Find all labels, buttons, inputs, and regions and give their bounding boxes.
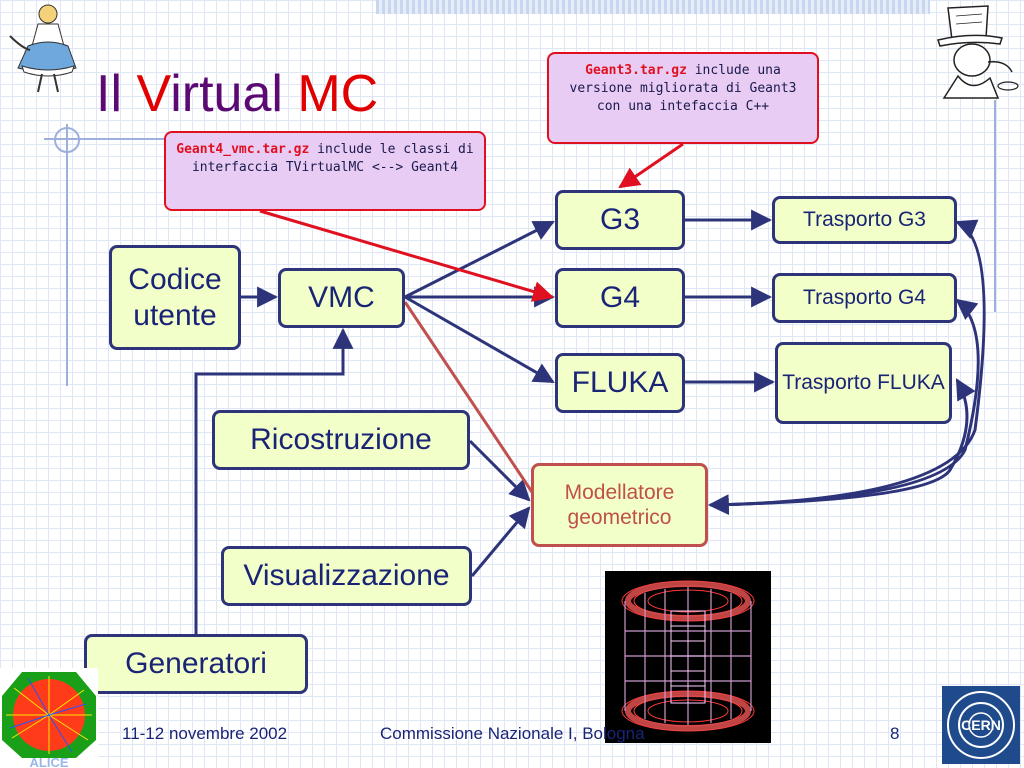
- page-number: 8: [890, 724, 900, 743]
- box-visualizzazione: Visualizzazione: [221, 546, 472, 606]
- pointer-geant3-note: [618, 142, 684, 189]
- geant4-note-text: include le classi di interfaccia TVirtua…: [191, 142, 474, 176]
- right-decor-line: [994, 100, 996, 312]
- alice-figure-icon: [9, 4, 77, 93]
- top-decoration-bar: [376, 0, 930, 14]
- box-codice-utente: Codice utente: [109, 245, 241, 350]
- geant3-filename: Geant3.tar.gz: [585, 63, 687, 78]
- geant3-note: Geant3.tar.gz include una versione migli…: [547, 52, 819, 144]
- title-decor-line: [44, 138, 170, 140]
- arrow-ricostruzione-modellatore: [468, 439, 531, 502]
- mad-hatter-icon: [937, 5, 1019, 99]
- box-generatori: Generatori: [84, 634, 308, 694]
- box-g3: G3: [555, 190, 685, 250]
- geant4-note: Geant4_vmc.tar.gz include le classi di i…: [164, 131, 486, 211]
- arrow-vmc-modellatore: [403, 301, 534, 493]
- box-trasporto-g4: Trasporto G4: [772, 273, 957, 323]
- detector-image: [605, 571, 771, 743]
- cern-logo: CERN: [942, 686, 1020, 764]
- box-trasporto-fluka: Trasporto FLUKA: [775, 342, 952, 424]
- box-g4: G4: [555, 268, 685, 328]
- box-modellatore-geometrico: Modellatore geometrico: [531, 463, 708, 547]
- svg-text:CERN: CERN: [961, 717, 1001, 733]
- title-decor-circle: [54, 127, 80, 153]
- arrow-visualizzazione-modellatore: [470, 506, 531, 577]
- footer-date: 11-12 novembre 2002: [122, 724, 288, 743]
- box-trasporto-g3: Trasporto G3: [772, 196, 957, 244]
- geant4-filename: Geant4_vmc.tar.gz: [176, 142, 310, 157]
- arrow-trasporto-fluka-modellatore: [709, 378, 976, 507]
- left-decor-line: [66, 124, 68, 386]
- box-ricostruzione: Ricostruzione: [212, 410, 470, 470]
- arrow-vmc-fluka: [404, 295, 555, 384]
- box-fluka: FLUKA: [555, 353, 685, 413]
- pointer-geant4-note: [259, 209, 555, 302]
- arrow-vmc-g3: [404, 220, 555, 299]
- geant3-note-text: include una versione migliorata di Geant…: [569, 63, 797, 115]
- arrow-generatori-vmc: [194, 327, 354, 634]
- box-vmc: VMC: [278, 268, 405, 328]
- alice-experiment-logo: ALICE: [0, 668, 98, 768]
- svg-text:ALICE: ALICE: [30, 755, 69, 768]
- page-title: Il Virtual MC: [96, 65, 379, 123]
- footer-event: Commissione Nazionale I, Bologna: [380, 724, 645, 743]
